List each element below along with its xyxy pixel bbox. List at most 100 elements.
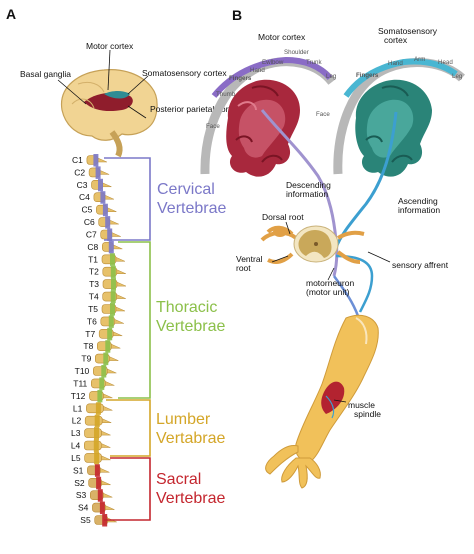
vertebra-label: T11 (73, 378, 87, 388)
spinal-cord-segment (98, 178, 103, 192)
vertebra-label: L5 (71, 453, 81, 463)
vertebra-label: T1 (88, 254, 98, 264)
spinal-cord-segment (107, 327, 113, 341)
vertebra-process (115, 256, 126, 262)
spinal-cord-segment (101, 365, 107, 378)
vertebra-label: C4 (79, 192, 90, 202)
spinal-cord-segment (94, 414, 100, 428)
vertebra-label: T8 (83, 341, 93, 351)
spinal-cord-segment (108, 315, 114, 328)
vertebra-process (103, 492, 113, 498)
posterior-parietal-cortex-label: Posterior parietal cortex (150, 104, 241, 114)
motor-cortex-label: Motor cortex (86, 41, 134, 51)
spinal-cord-segment (105, 340, 111, 353)
spinal-cord-segment (110, 253, 115, 266)
vertebra-process (111, 232, 121, 237)
spinal-cord-segment (103, 352, 109, 366)
vertebra-process (112, 331, 123, 337)
vertebra-process (107, 368, 117, 374)
somato-hom-head: Head (438, 59, 453, 66)
vertebra-label: T9 (81, 354, 91, 364)
vertebra-label: S2 (74, 478, 85, 488)
spinal-cord-segment (111, 278, 116, 291)
vertebra-label: T6 (87, 316, 97, 326)
region-brackets (104, 157, 151, 521)
sacral-bracket (104, 457, 151, 521)
motor-hom-thumb: Thumb (216, 91, 236, 98)
vertebra-process (107, 207, 117, 212)
vertebra-label: S1 (73, 465, 84, 475)
basal-ganglia-label: Basal ganglia (20, 69, 71, 79)
vertebra-process (101, 443, 111, 448)
vertebra-process (103, 393, 113, 399)
somatosensory-cortex-label: Somatosensory cortex (142, 68, 227, 78)
vertebra-process (114, 319, 124, 324)
vertebra-label: S5 (80, 515, 91, 525)
panel-b-letter: B (232, 7, 242, 23)
sensory-affrent-label: sensory affrent (392, 260, 449, 270)
vertebra-process (99, 170, 110, 175)
vertebra-label: C1 (72, 155, 83, 165)
motor-hom-leg: Leg (326, 73, 337, 80)
spinal-cord-segment (94, 427, 99, 440)
vertebra-process (105, 505, 115, 510)
vertebra-process (103, 405, 113, 411)
spinal-cord-segment (102, 203, 108, 217)
vertebra-process (101, 480, 111, 486)
vertebra-label: L1 (73, 403, 83, 413)
motor-hom-trunk: Trunk (306, 59, 322, 66)
vertebra-label: T2 (89, 267, 99, 277)
somato-hom-fingers: Fingers (356, 72, 379, 79)
vertebra-process (102, 182, 112, 188)
brain-illustration (60, 69, 158, 158)
vertebra-process (116, 269, 126, 274)
motor-hom-shoulder: Shoulder (284, 49, 309, 56)
motor-hom-face-2: Face (316, 111, 330, 118)
vertebra-label: C3 (77, 180, 88, 190)
dorsal-root-label: Dorsal root (262, 212, 304, 222)
vertebra-process (109, 356, 119, 361)
vertebra-process (116, 294, 126, 299)
panel-a-letter: A (6, 6, 16, 22)
vertebra-label: C8 (87, 242, 98, 252)
vertebra-label: T7 (85, 329, 95, 339)
thoracic-bracket (118, 241, 151, 399)
vertebra-label: S3 (76, 490, 87, 500)
vertebra-label: T5 (88, 304, 98, 314)
somato-hom-hand: Hand (388, 60, 403, 67)
vertebra-label: L3 (71, 428, 81, 438)
vertebra-process (105, 381, 115, 386)
vertebra-label: C7 (86, 230, 97, 240)
spinal-cord-segment (99, 501, 105, 515)
vertebra-label: T3 (89, 279, 99, 289)
spinal-cord-segment (97, 389, 103, 403)
vertebra-label: T12 (71, 391, 86, 401)
vertebra-labels: C1C2C3C4C5C6C7C8T1T2T3T4T5T6T7T8T9T10T11… (71, 155, 100, 525)
vertebra-label: T10 (75, 366, 90, 376)
spinal-cord-segment (107, 228, 113, 241)
motor-hom-face: Face (206, 123, 220, 130)
spine-illustration (84, 154, 127, 527)
vertebra-process (109, 219, 119, 225)
vertebra-label: C2 (74, 167, 85, 177)
cervical-bracket (104, 157, 151, 241)
spinal-cord-segment (95, 402, 101, 415)
lumber-bracket (106, 399, 151, 457)
spinal-cord-segment (93, 439, 99, 452)
somato-hom-arm: Arm (414, 56, 425, 63)
motor-cortex-slice (200, 56, 336, 177)
motor-cortex-title: Motor cortex (258, 32, 306, 42)
motor-hom-fingers: Fingers (229, 75, 252, 82)
spinal-cord-segment (97, 489, 103, 502)
spinal-cord-segment (94, 464, 100, 477)
motor-hom-elbow: Ewlbow (262, 59, 284, 66)
vertebra-label: L2 (72, 416, 82, 426)
motoneuron-label: motorneuron(motor unit) (306, 278, 354, 297)
